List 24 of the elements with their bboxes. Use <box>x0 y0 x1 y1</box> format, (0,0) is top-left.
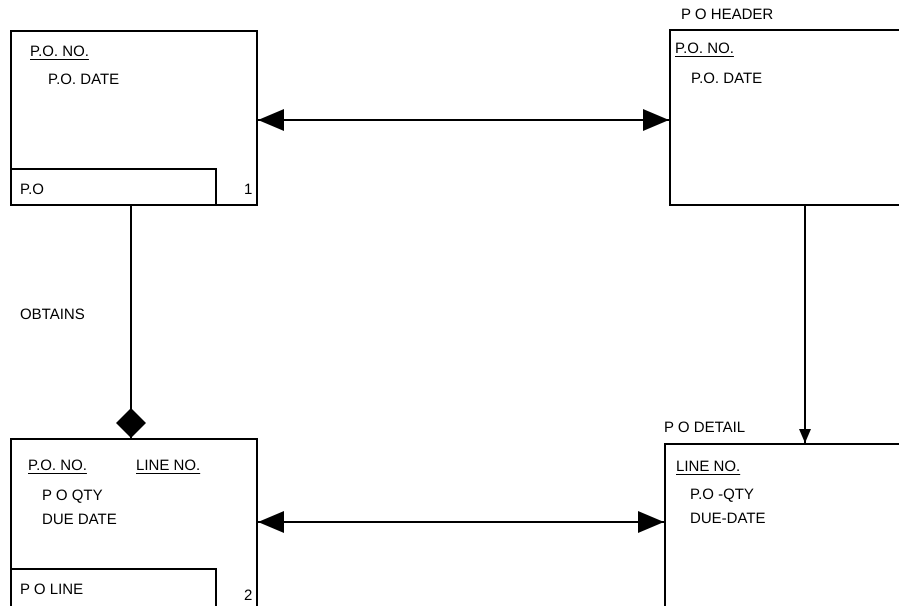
attribute-label: DUE-DATE <box>690 511 766 526</box>
key-attribute: P.O. NO. <box>28 458 87 473</box>
entity-box <box>10 30 258 206</box>
relationship-line <box>116 206 146 438</box>
entity-name: P O LINE <box>20 582 84 597</box>
attribute-label: P O QTY <box>42 488 103 503</box>
key-attribute: LINE NO. <box>136 458 200 473</box>
arrow <box>799 206 811 443</box>
attribute-label: P.O. DATE <box>48 72 120 87</box>
key-attribute: P.O. NO. <box>30 44 89 59</box>
attribute-label: P.O. DATE <box>691 71 762 86</box>
entity-tab <box>10 168 217 206</box>
attribute-label: P.O -QTY <box>690 487 754 502</box>
entity-box <box>10 438 258 606</box>
double-arrow <box>258 109 669 131</box>
entity-name: P O HEADER <box>681 7 774 22</box>
key-attribute: P.O. NO. <box>675 41 734 56</box>
key-attribute: LINE NO. <box>676 459 740 474</box>
attribute-label: DUE DATE <box>42 512 117 527</box>
entity-number: 1 <box>244 182 252 197</box>
entity-name: P O DETAIL <box>664 420 746 435</box>
entity-name: P.O <box>20 182 44 197</box>
double-arrow <box>258 511 664 533</box>
entity-number: 2 <box>244 588 252 603</box>
